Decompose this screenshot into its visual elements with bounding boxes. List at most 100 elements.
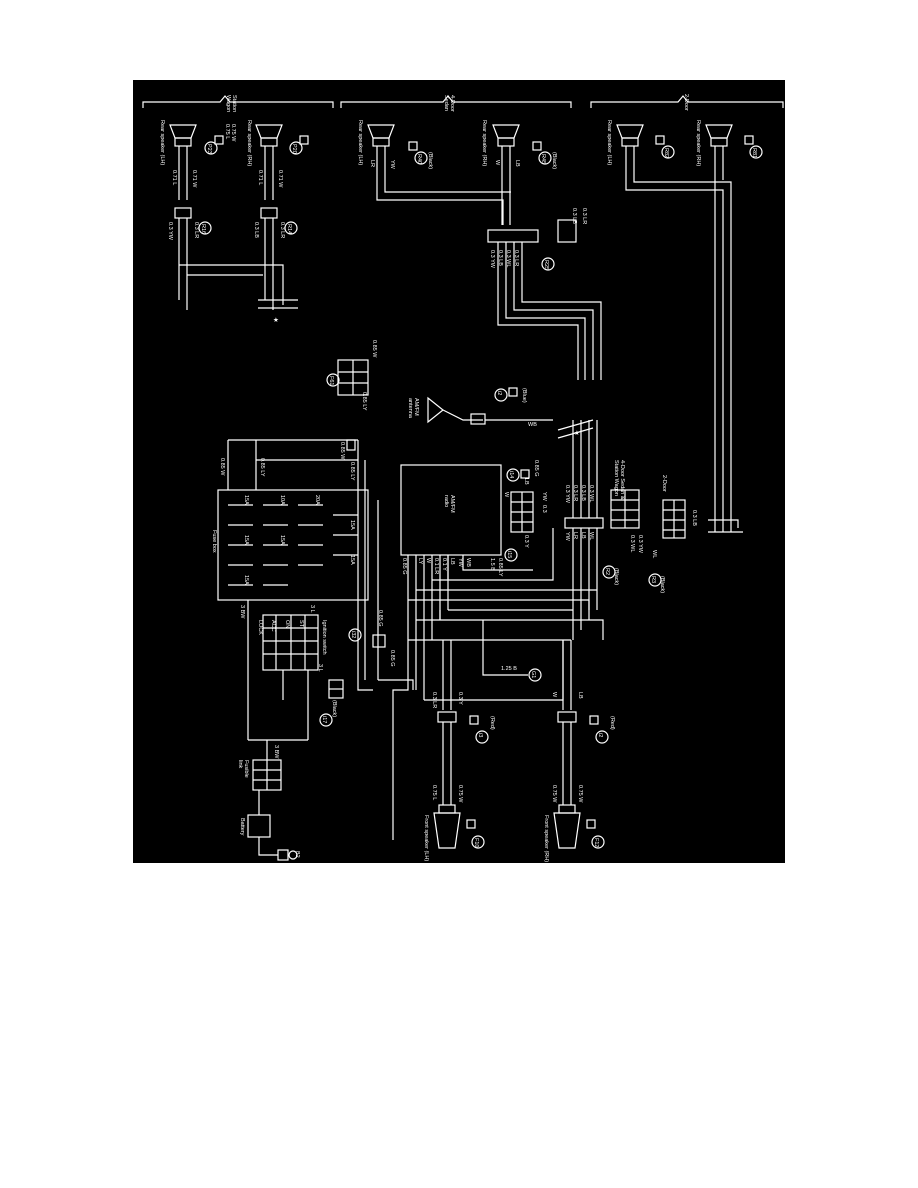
svg-text:0.3 LB: 0.3 LB [253, 222, 259, 238]
svg-text:4-Door: 4-Door [449, 95, 455, 112]
am-fm-antenna: AM/FM antenna WB i2 (Blue) ★ [407, 387, 594, 439]
svg-text:R16: R16 [200, 224, 206, 234]
svg-text:Sedan: Sedan [443, 95, 449, 111]
svg-text:YW: YW [389, 160, 395, 170]
svg-text:0.85 W: 0.85 W [371, 340, 377, 358]
svg-text:0.3 YW: 0.3 YW [564, 485, 570, 504]
svg-text:Front speaker (LH): Front speaker (LH) [423, 815, 429, 861]
group-bracket-two-door: 2-Door [590, 94, 784, 111]
svg-text:0.71 L: 0.71 L [171, 170, 177, 185]
svg-text:0.85 G: 0.85 G [533, 460, 539, 477]
svg-text:15A: 15A [243, 535, 249, 545]
radio-output-wires [447, 555, 533, 580]
svg-text:0.1 LR: 0.1 LR [433, 558, 439, 574]
svg-text:0.3 Y: 0.3 Y [523, 535, 529, 548]
ground-g1: G1 1.25 B [482, 620, 542, 682]
svg-text:0.71 W: 0.71 W [277, 170, 283, 188]
svg-text:0.3: 0.3 [541, 505, 547, 513]
svg-text:R81: R81 [751, 148, 757, 158]
svg-text:YW: YW [541, 492, 547, 502]
svg-text:Station: Station [231, 95, 237, 112]
svg-text:20A: 20A [314, 495, 320, 505]
svg-text:LB: LB [523, 478, 529, 485]
svg-text:i2: i2 [597, 733, 603, 737]
svg-text:0.85 W: 0.85 W [219, 458, 225, 476]
svg-text:W: W [503, 492, 509, 498]
svg-text:W: W [551, 692, 557, 698]
svg-text:WL: WL [588, 532, 594, 540]
svg-text:0.3 LR: 0.3 LR [193, 222, 199, 238]
svg-text:Rear speaker (RH): Rear speaker (RH) [481, 120, 487, 166]
svg-text:0.75 L: 0.75 L [224, 124, 230, 139]
svg-text:0.3 WL: 0.3 WL [629, 535, 635, 552]
rear-harness: 0.3 YW 0.3 LR 0.3 LB 0.3 WL YW LR LB WL [564, 420, 604, 640]
group-bracket-station-wagon: Station Wagon [142, 95, 334, 112]
svg-text:F61: F61 [328, 376, 334, 385]
front-speaker-lh: 0.3 LR 0.3 Y i3 (Red) 0.75 L 0.75 W Fron… [423, 640, 495, 861]
fuse-box: Fuse box 15A 15A 15A 10A 15A 20A 15A 15A… [211, 439, 379, 691]
svg-text:R40: R40 [416, 154, 422, 164]
svg-text:ACC: ACC [270, 620, 276, 632]
svg-text:Rear speaker (LH): Rear speaker (LH) [606, 120, 612, 165]
front-speaker-rh: W LB i2 (Red) 0.75 W 0.75 W Front speake… [543, 640, 615, 862]
svg-text:i2: i2 [496, 391, 502, 395]
svg-text:R2: R2 [604, 568, 610, 575]
rear-speaker-rh-wagon: Rear speaker (RH) 0.71 L 0.71 W P20 [246, 120, 309, 200]
svg-text:0.85 LY: 0.85 LY [259, 458, 265, 477]
am-fm-radio: AM/FM radio 0.85 G LY W 0.1 LR 0.1 Y LB … [392, 464, 502, 840]
svg-text:0.75 L: 0.75 L [431, 785, 437, 800]
radio-connectors: i14 0.85 G i15 W LB YW 0.3 0.85 LY 1.5 B… [489, 460, 547, 577]
svg-text:15A: 15A [243, 495, 249, 505]
interconnect-wires [378, 528, 604, 701]
svg-text:(Black): (Black) [331, 700, 337, 717]
svg-text:15A: 15A [349, 555, 355, 565]
svg-text:Rear speaker (LH): Rear speaker (LH) [159, 120, 165, 165]
fuse-symbols: 15A 15A 15A 10A 15A 20A 15A 15A [228, 495, 358, 586]
svg-text:Ignition switch: Ignition switch [321, 620, 327, 655]
svg-text:i17: i17 [321, 716, 327, 723]
svg-text:AM/FM: AM/FM [449, 495, 455, 513]
svg-text:0.3 LB: 0.3 LB [497, 250, 503, 266]
svg-text:10A: 10A [279, 495, 285, 505]
svg-text:0.85 LY: 0.85 LY [361, 392, 367, 411]
svg-text:LB: LB [580, 532, 586, 539]
svg-text:LY: LY [417, 558, 423, 565]
svg-text:0.85 LY: 0.85 LY [349, 462, 355, 481]
svg-text:i15: i15 [506, 551, 512, 558]
battery-section: Fusible link Battery B2 3 BW [237, 739, 308, 861]
svg-text:LR: LR [369, 160, 375, 167]
svg-text:Fuse box: Fuse box [211, 530, 217, 553]
svg-text:antenna: antenna [407, 398, 413, 419]
svg-text:W: W [425, 558, 431, 564]
connector-f61: F61 0.85 W 0.85 LY [326, 340, 377, 411]
svg-text:R45: R45 [540, 154, 546, 164]
svg-text:R25: R25 [543, 260, 549, 270]
svg-text:(Black): (Black) [659, 576, 665, 593]
svg-text:R3: R3 [650, 576, 656, 583]
svg-text:Front speaker (RH): Front speaker (RH) [543, 815, 549, 862]
svg-text:0.3 LR: 0.3 LR [572, 485, 578, 501]
svg-text:i14: i14 [508, 471, 514, 478]
svg-text:LR: LR [572, 532, 578, 539]
svg-text:AM/FM: AM/FM [413, 398, 419, 416]
svg-text:(Red): (Red) [489, 716, 495, 730]
svg-text:R82: R82 [663, 148, 669, 158]
svg-text:0.85 LY: 0.85 LY [497, 558, 503, 577]
svg-text:1.5 B: 1.5 B [489, 558, 495, 571]
svg-text:0.3 YW: 0.3 YW [489, 250, 495, 269]
svg-text:0.3 LR: 0.3 LR [513, 250, 519, 266]
svg-text:3 L: 3 L [309, 605, 315, 613]
svg-text:WB: WB [528, 422, 537, 428]
splice-star-icon: ★ [273, 316, 279, 324]
svg-text:Station Wagon: Station Wagon [613, 460, 619, 496]
wiring-diagram: Station Wagon 4-Door Sedan 2-Door Rear s… [133, 80, 785, 863]
svg-text:0.75 W: 0.75 W [230, 124, 236, 142]
rear-speaker-lh-2door: Rear speaker (LH) R82 [606, 120, 732, 520]
svg-text:15A: 15A [243, 575, 249, 585]
svg-text:0.71 W: 0.71 W [191, 170, 197, 188]
svg-text:0.3 LR: 0.3 LR [581, 208, 587, 224]
svg-text:0.85 G: 0.85 G [401, 558, 407, 575]
svg-text:0.75 W: 0.75 W [551, 785, 557, 803]
svg-text:LB: LB [577, 692, 583, 699]
wagon-inline-connectors: R16 R14 0.3 YW 0.3 LR 0.3 LB 0.3 LR ★ [167, 207, 298, 324]
